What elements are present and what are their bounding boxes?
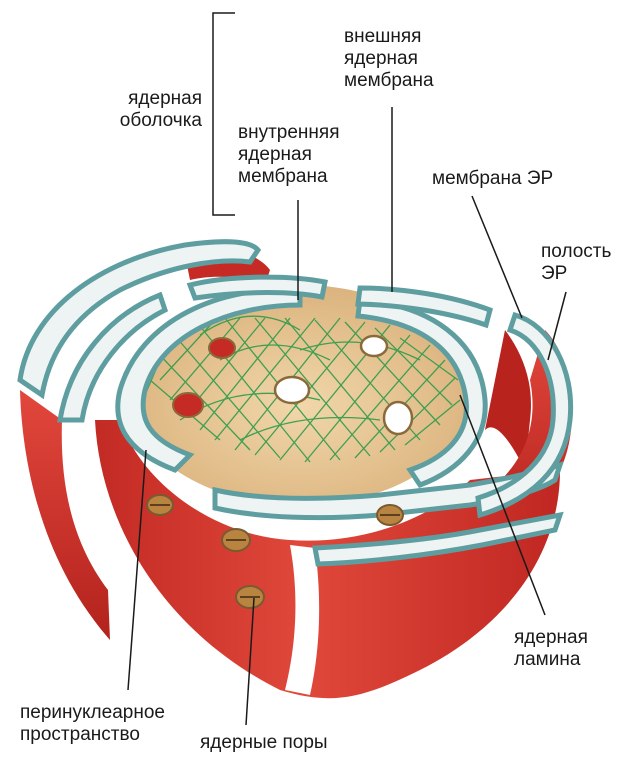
- label-outer-membrane: внешняя ядерная мембрана: [344, 26, 434, 92]
- envelope-bracket: [213, 13, 235, 215]
- label-nuclear-pores: ядерные поры: [200, 732, 328, 754]
- label-nuclear-lamina: ядерная ламина: [514, 627, 588, 671]
- label-nuclear-envelope: ядерная оболочка: [92, 88, 202, 132]
- label-er-membrane: мембрана ЭР: [432, 168, 553, 190]
- label-er-lumen: полость ЭР: [541, 241, 611, 285]
- label-inner-membrane: внутренняя ядерная мембрана: [238, 122, 340, 188]
- label-perinuclear-space: перинуклеарное пространство: [20, 702, 165, 746]
- er-sheet-top: [190, 277, 325, 298]
